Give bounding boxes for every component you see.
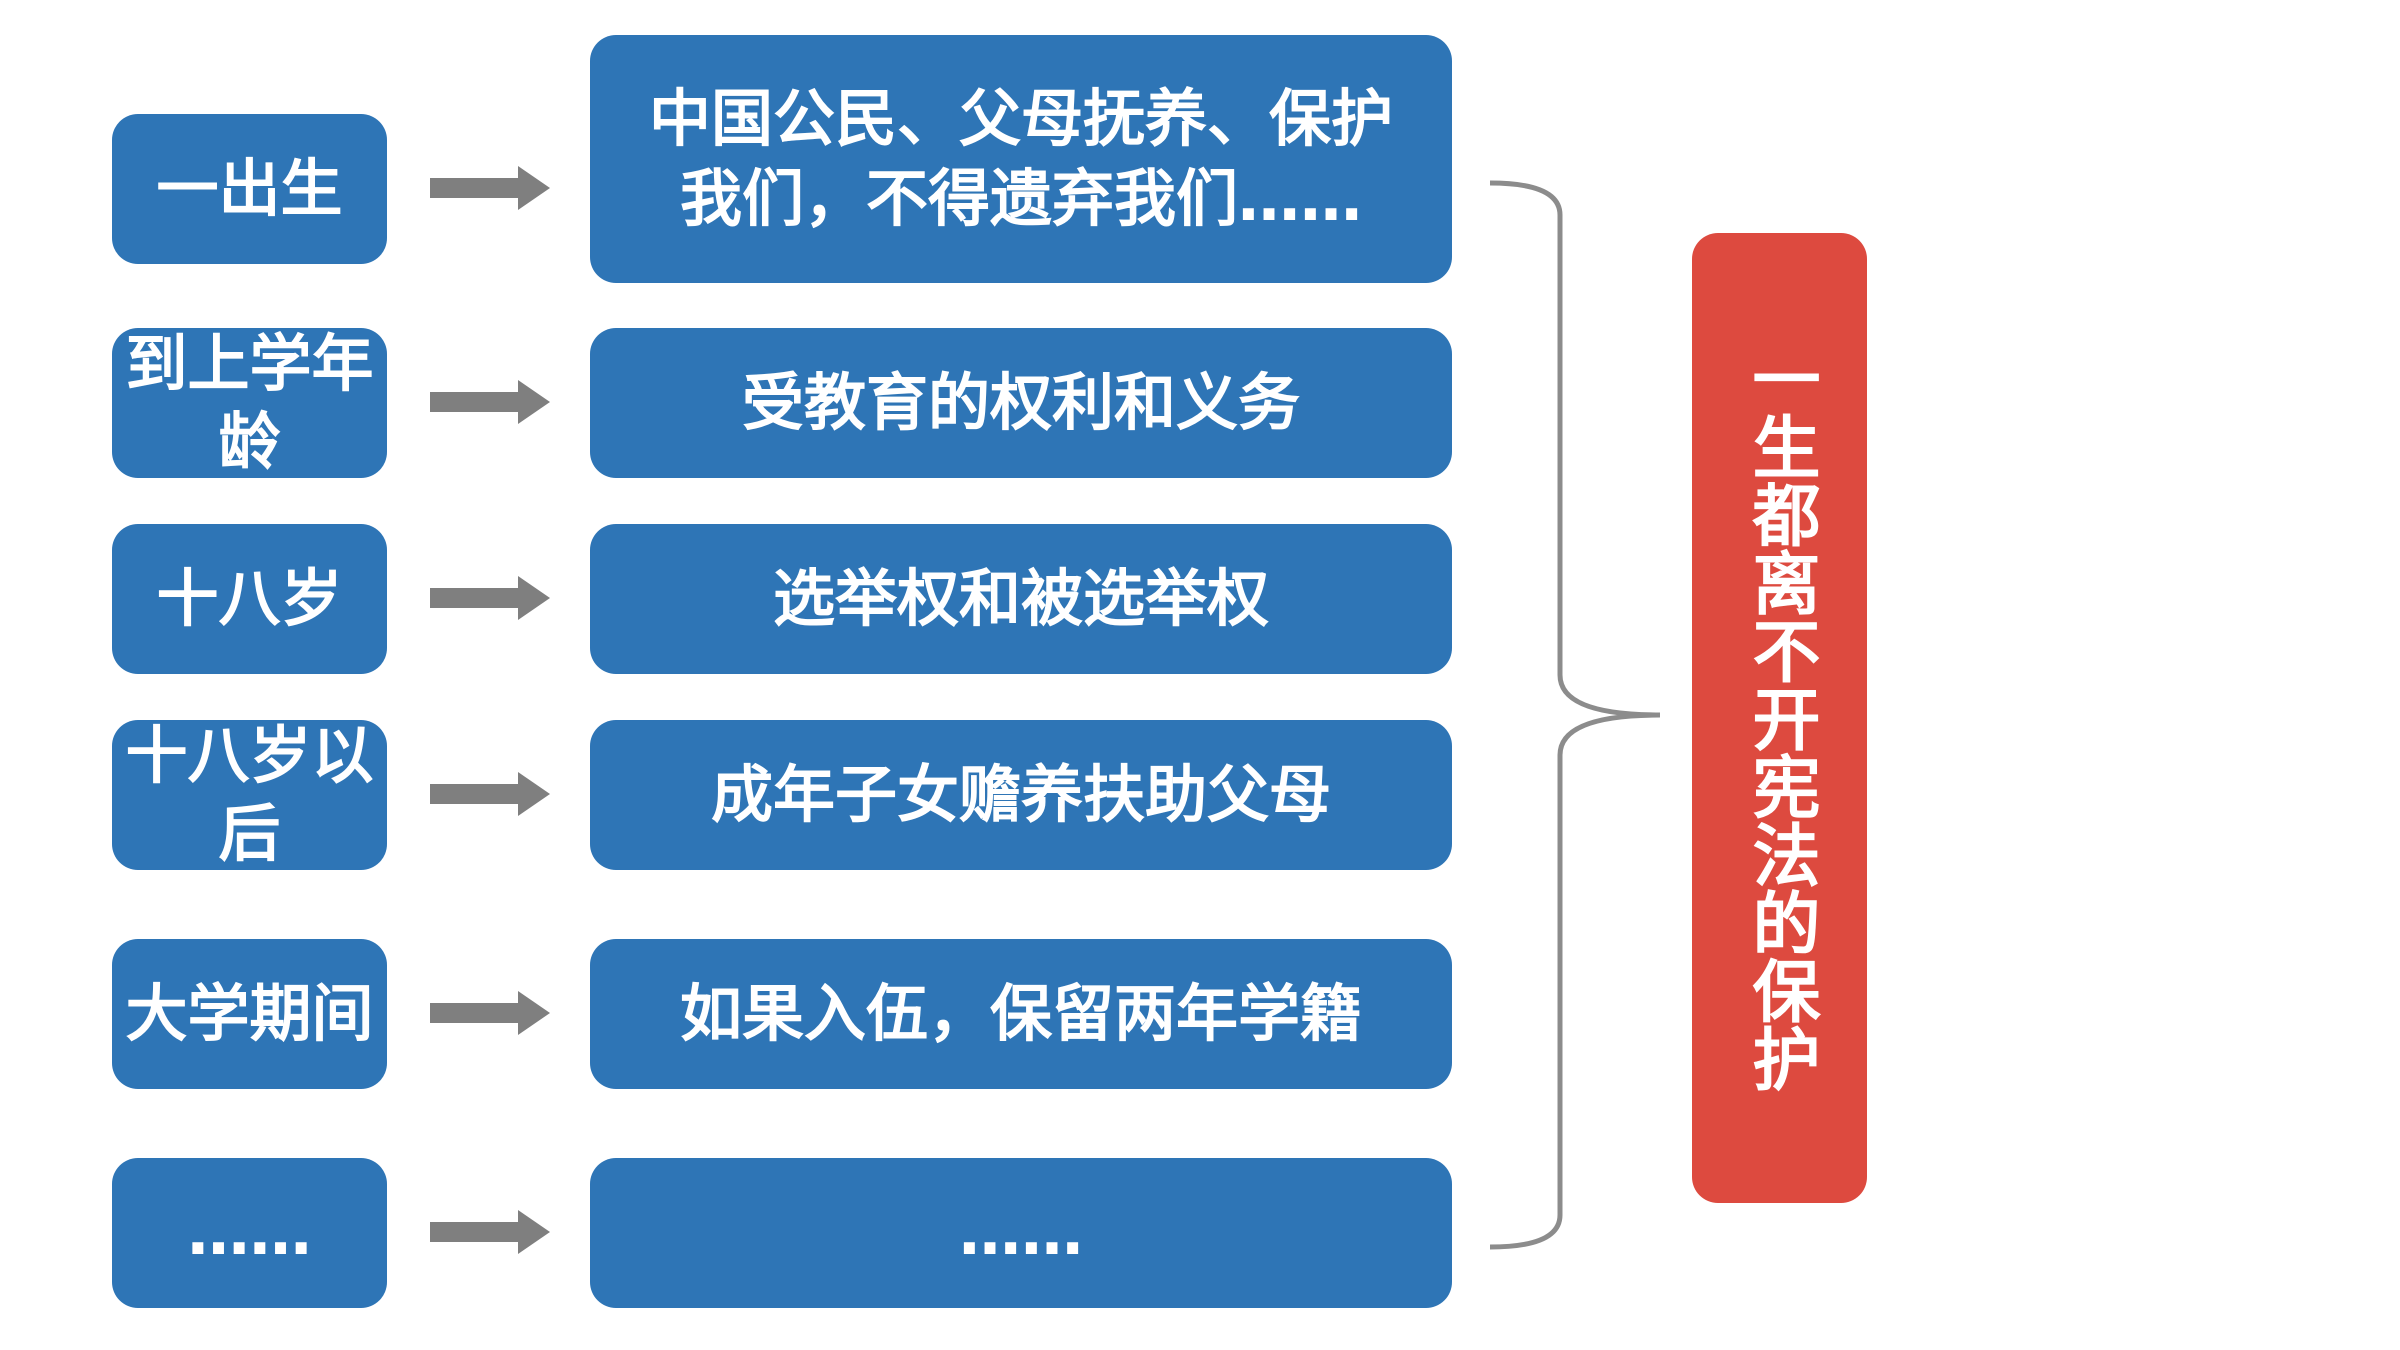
right-box-enlistment: 如果入伍，保留两年学籍: [590, 939, 1452, 1089]
summary-box: 一生都离不开宪法的保护: [1692, 233, 1867, 1203]
stage-box-eighteen: 十八岁: [112, 524, 387, 674]
right-arrow-icon: [430, 991, 550, 1035]
right-label: 中国公民、父母抚养、保护我们，不得遗弃我们……: [648, 82, 1393, 235]
stage-label: 到上学年龄: [125, 327, 374, 478]
right-label: 受教育的权利和义务: [741, 366, 1300, 439]
right-label: 选举权和被选举权: [772, 562, 1269, 635]
stage-box-after-eighteen: 十八岁以后: [112, 719, 387, 870]
right-arrow-icon: [430, 772, 550, 816]
right-arrow-icon: [430, 166, 550, 210]
stage-label: 十八岁: [156, 562, 343, 635]
right-box-more: ……: [590, 1158, 1452, 1308]
right-arrow-icon: [430, 576, 550, 620]
curly-brace: [1490, 180, 1661, 1250]
summary-label: 一生都离不开宪法的保护: [1740, 344, 1819, 1092]
right-box-education: 受教育的权利和义务: [590, 328, 1452, 478]
right-label: ……: [959, 1196, 1083, 1269]
right-arrow-icon: [430, 380, 550, 424]
stage-label: 大学期间: [125, 977, 374, 1050]
stage-box-birth: 一出生: [112, 114, 387, 264]
right-box-birth: 中国公民、父母抚养、保护我们，不得遗弃我们……: [590, 35, 1452, 283]
stage-box-university: 大学期间: [112, 939, 387, 1089]
right-box-election: 选举权和被选举权: [590, 524, 1452, 674]
stage-label: ……: [187, 1196, 312, 1269]
right-label: 如果入伍，保留两年学籍: [679, 977, 1362, 1050]
stage-box-more: ……: [112, 1158, 387, 1308]
stage-box-school-age: 到上学年龄: [112, 327, 387, 478]
stage-label: 十八岁以后: [125, 719, 374, 870]
right-arrow-icon: [430, 1210, 550, 1254]
right-label: 成年子女赡养扶助父母: [710, 758, 1331, 831]
stage-label: 一出生: [156, 152, 343, 225]
right-box-support-parents: 成年子女赡养扶助父母: [590, 720, 1452, 870]
